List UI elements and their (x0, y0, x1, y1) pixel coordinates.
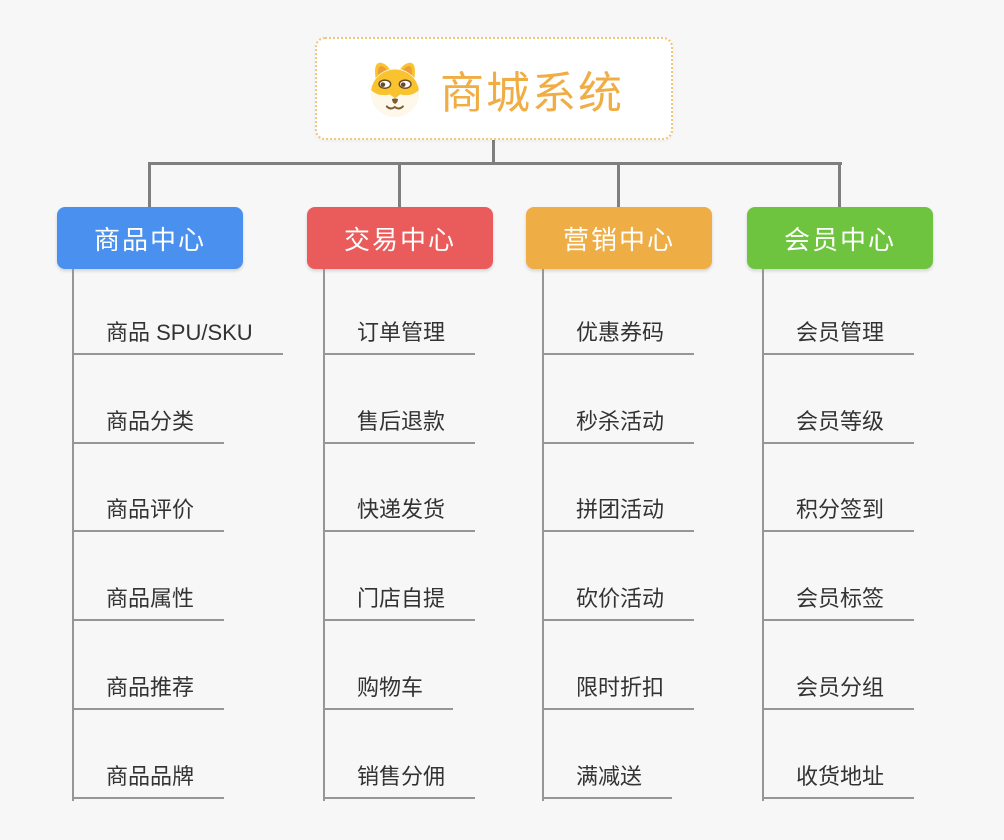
topic-item[interactable]: 销售分佣 (323, 764, 476, 799)
topic-item[interactable]: 优惠券码 (542, 320, 695, 355)
topic-item[interactable]: 快递发货 (323, 497, 476, 532)
topic-item[interactable]: 商品分类 (72, 409, 225, 444)
topic-item[interactable]: 售后退款 (323, 409, 476, 444)
branch-node-products[interactable]: 商品中心 (57, 207, 243, 269)
topic-item[interactable]: 收货地址 (762, 764, 915, 799)
root-node[interactable]: 商城系统 (315, 37, 673, 140)
topic-item[interactable]: 会员等级 (762, 409, 915, 444)
topic-item[interactable]: 会员分组 (762, 675, 915, 710)
topic-item[interactable]: 会员标签 (762, 586, 915, 621)
connector-drop-2 (398, 162, 401, 208)
connector-drop-3 (617, 162, 620, 208)
topic-item[interactable]: 秒杀活动 (542, 409, 695, 444)
topic-item[interactable]: 满减送 (542, 764, 673, 799)
topic-item[interactable]: 商品评价 (72, 497, 225, 532)
dog-face-icon (364, 58, 426, 120)
connector-drop-4 (838, 162, 841, 208)
topic-item[interactable]: 积分签到 (762, 497, 915, 532)
topic-item[interactable]: 拼团活动 (542, 497, 695, 532)
topic-item[interactable]: 商品品牌 (72, 764, 225, 799)
topic-item[interactable]: 商品推荐 (72, 675, 225, 710)
topic-item[interactable]: 砍价活动 (542, 586, 695, 621)
branch-node-marketing[interactable]: 营销中心 (526, 207, 712, 269)
branch-spine-products (72, 269, 74, 801)
branch-spine-marketing (542, 269, 544, 801)
branch-node-trade[interactable]: 交易中心 (307, 207, 493, 269)
branch-spine-trade (323, 269, 325, 801)
connector-drop-1 (148, 162, 151, 208)
branch-node-members[interactable]: 会员中心 (747, 207, 933, 269)
topic-item[interactable]: 商品 SPU/SKU (72, 320, 283, 355)
branch-spine-members (762, 269, 764, 801)
connector-horizontal-bar (148, 162, 842, 165)
topic-item[interactable]: 订单管理 (323, 320, 476, 355)
topic-item[interactable]: 购物车 (323, 675, 454, 710)
root-title: 商城系统 (440, 68, 624, 118)
topic-item[interactable]: 限时折扣 (542, 675, 695, 710)
topic-item[interactable]: 商品属性 (72, 586, 225, 621)
topic-item[interactable]: 会员管理 (762, 320, 915, 355)
topic-item[interactable]: 门店自提 (323, 586, 476, 621)
connector-root-stem (492, 140, 495, 164)
